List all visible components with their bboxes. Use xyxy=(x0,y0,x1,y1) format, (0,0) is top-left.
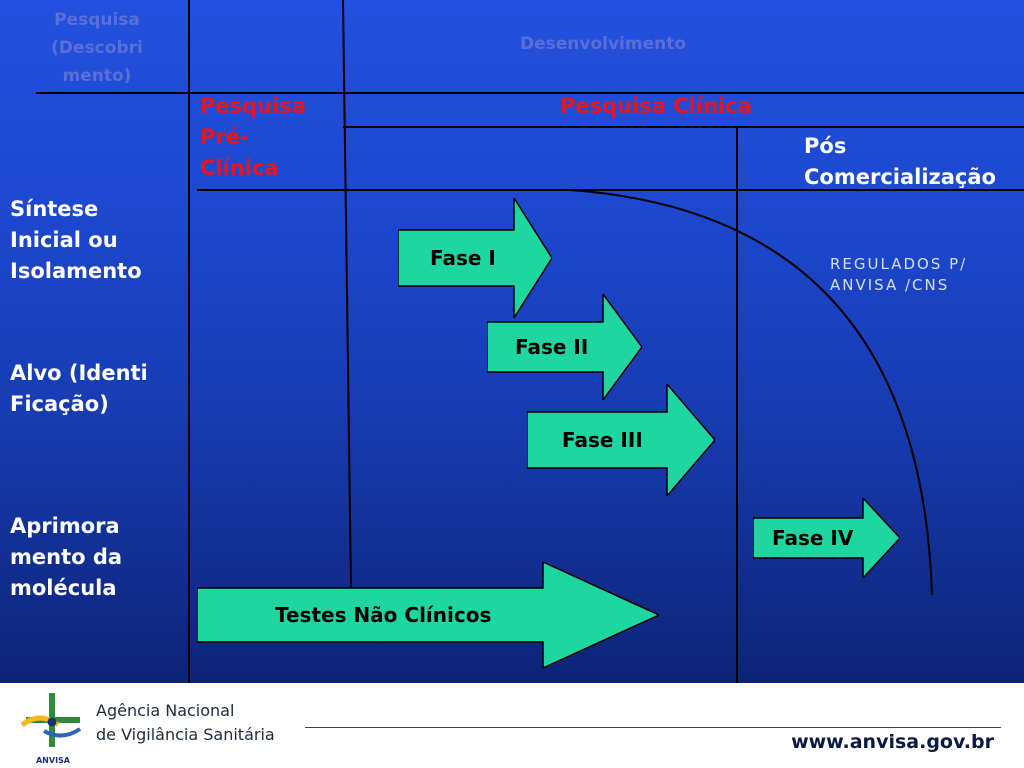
testes-nao-clinicos-label: Testes Não Clínicos xyxy=(275,603,492,627)
pesquisa-pre-clinica-heading: Pesquisa Pré- Clínica xyxy=(200,94,306,180)
pesquisa-clinica-heading: Pesquisa Clínica xyxy=(560,94,752,118)
testes-nao-clinicos-arrow: Testes Não Clínicos xyxy=(197,562,659,668)
pos-comercializacao-heading: Pós Comercialização xyxy=(804,134,996,189)
fase-2-label: Fase II xyxy=(515,335,589,359)
desenvolvimento-heading: Desenvolvimento xyxy=(519,34,687,54)
regulated-note: REGULADOS P/ ANVISA /CNS xyxy=(830,255,968,294)
fase-3-label: Fase III xyxy=(562,428,643,452)
divider-line xyxy=(342,0,352,589)
footer-divider xyxy=(305,727,1001,728)
footer: ANVISA Agência Nacional de Vigilância Sa… xyxy=(0,683,1024,768)
agency-name-line-2: de Vigilância Sanitária xyxy=(96,725,275,744)
fase-1-label: Fase I xyxy=(430,246,496,270)
anvisa-logo: ANVISA xyxy=(20,693,82,765)
fase-1-arrow: Fase I xyxy=(398,198,552,318)
process-diagram: Pesquisa (Descobri mento) Desenvolviment… xyxy=(0,0,1024,683)
stage-alvo-label: Alvo (Identi Ficação) xyxy=(10,361,148,416)
fase-3-arrow: Fase III xyxy=(527,384,715,496)
stage-aprimoramento-label: Aprimora mento da molécula xyxy=(10,514,123,600)
grid-lines xyxy=(36,0,1024,683)
fase-4-label: Fase IV xyxy=(772,526,854,550)
agency-name-line-1: Agência Nacional xyxy=(96,701,235,720)
website-link[interactable]: www.anvisa.gov.br xyxy=(791,731,994,753)
fase-4-arrow: Fase IV xyxy=(753,498,900,578)
regulation-curve xyxy=(569,189,933,596)
fase-2-arrow: Fase II xyxy=(487,294,642,400)
stage-sintese-label: Síntese Inicial ou Isolamento xyxy=(10,197,142,283)
pesquisa-descoberta-heading: Pesquisa (Descobri mento) xyxy=(51,10,143,86)
logo-caption: ANVISA xyxy=(36,756,71,765)
